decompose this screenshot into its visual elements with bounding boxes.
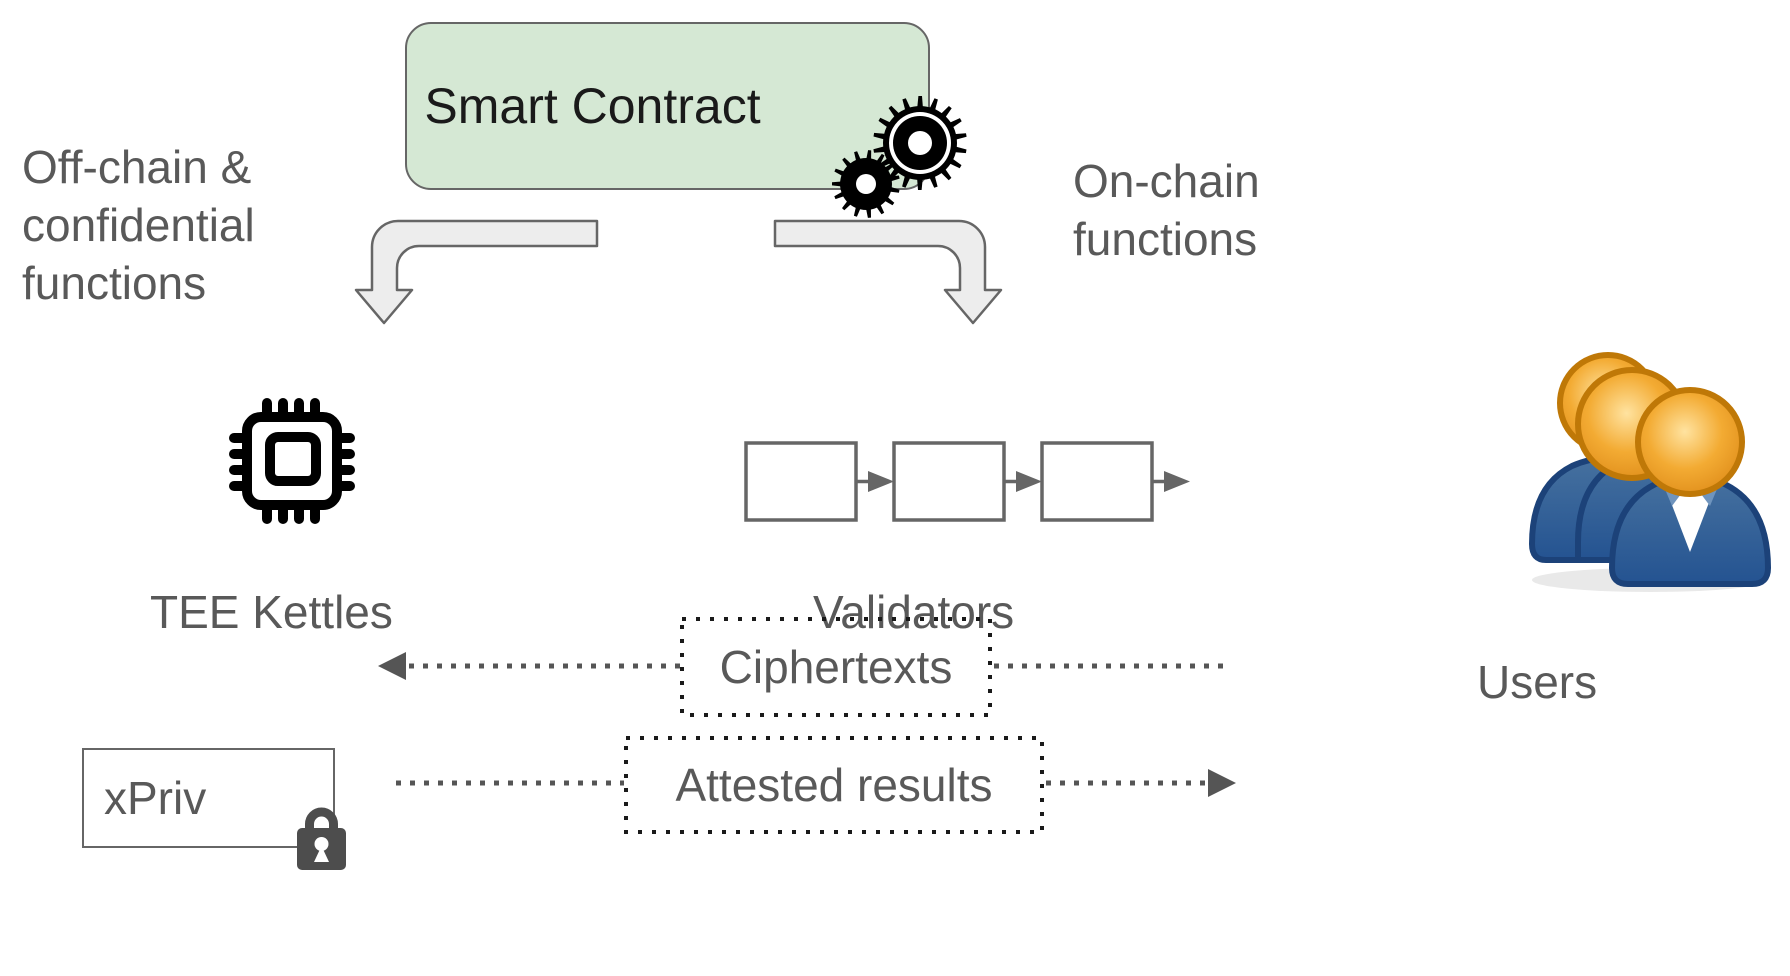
xpriv-box: xPriv <box>82 748 335 848</box>
validator-block <box>744 441 858 522</box>
label-line: Off-chain & <box>22 141 252 193</box>
users-icon <box>1528 352 1772 592</box>
on-chain-label: On-chain functions <box>1073 152 1260 268</box>
label-line: functions <box>1073 213 1258 265</box>
attested-results-label: Attested results <box>675 759 993 811</box>
off-chain-label: Off-chain & confidential functions <box>22 138 255 312</box>
block-chain-icon <box>744 441 1190 522</box>
label-line: On-chain <box>1073 155 1260 207</box>
block-link-arrowhead <box>868 471 1190 492</box>
attested-results-box: Attested results <box>624 736 1044 834</box>
dotted-border <box>624 736 1044 834</box>
smart-contract-node: Smart Contract <box>405 22 930 190</box>
ciphertexts-flow-right <box>994 663 1224 669</box>
xpriv-label: xPriv <box>104 772 207 824</box>
attested-flow-left <box>396 780 624 786</box>
gears-icon <box>832 96 967 218</box>
dotted-border <box>680 617 992 717</box>
user-head-front <box>1635 387 1745 497</box>
ciphertexts-box: Ciphertexts <box>680 617 992 717</box>
validator-block <box>1040 441 1154 522</box>
right-arrowhead <box>1208 769 1236 797</box>
users-label: Users <box>1477 656 1598 708</box>
attested-flow-right <box>1046 769 1236 797</box>
offchain-flow-arrow <box>354 219 599 325</box>
cpu-chip-icon <box>229 398 355 524</box>
ciphertexts-label: Ciphertexts <box>719 641 953 693</box>
label-line: confidential <box>22 199 255 251</box>
label-line: functions <box>22 257 207 309</box>
onchain-flow-arrow <box>773 219 1003 325</box>
padlock-icon <box>297 807 346 870</box>
left-arrowhead <box>378 652 406 680</box>
smart-contract-label: Smart Contract <box>424 78 761 134</box>
validator-block <box>892 441 1006 522</box>
validators-label: Validators <box>813 586 1015 638</box>
ciphertexts-flow-left <box>378 652 680 680</box>
tee-kettles-label: TEE Kettles <box>150 586 393 638</box>
